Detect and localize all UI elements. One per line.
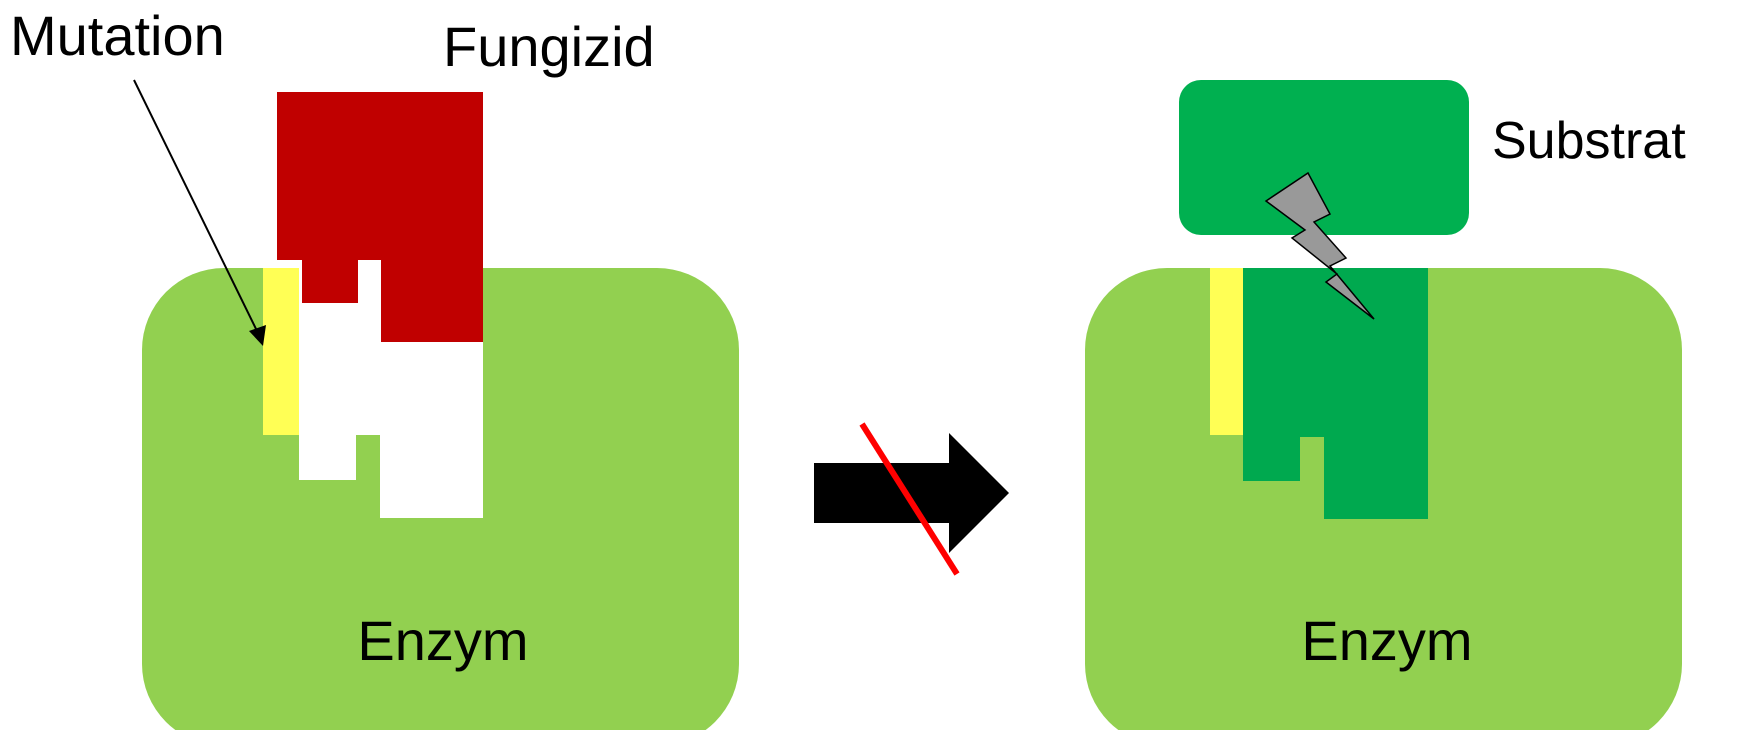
right-arrow-icon <box>814 433 1009 553</box>
substrate-molecule <box>1179 80 1469 235</box>
mutation-site-right <box>1210 268 1243 435</box>
substrate-in-pocket <box>1243 268 1428 519</box>
right-panel: Substrat Enzym <box>1085 80 1686 730</box>
mutation-pointer-head <box>249 325 266 346</box>
mutation-label: Mutation <box>10 4 225 67</box>
left-panel: Mutation Fungizid Enzym <box>10 4 739 730</box>
strike-line-icon <box>859 422 960 576</box>
lightning-bolt-icon <box>1264 171 1375 320</box>
enzyme-label-left: Enzym <box>357 609 528 672</box>
fungicide-label: Fungizid <box>443 15 655 78</box>
mutation-site-left <box>263 268 299 435</box>
enzyme-label-right: Enzym <box>1301 609 1472 672</box>
reaction-arrow <box>814 422 1009 576</box>
mutation-pointer-line <box>133 79 259 334</box>
fungicide-molecule <box>277 92 483 342</box>
substrate-label: Substrat <box>1492 112 1686 170</box>
